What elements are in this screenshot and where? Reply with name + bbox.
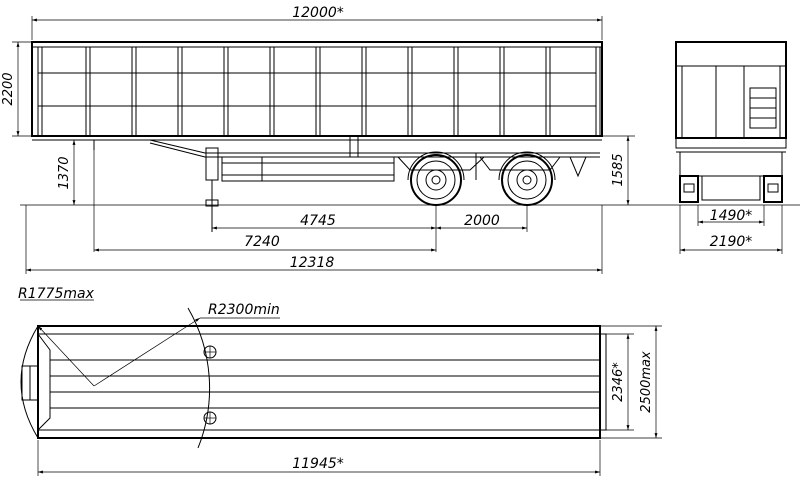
dim-chain: 4745 2000 7240 12318 [25,150,603,274]
front-radius-label: R1775max [18,286,95,302]
dim-max-width: 2500max [600,325,662,439]
dim-7240-label: 7240 [244,234,280,250]
turn-radius-arc [187,307,211,449]
rear-height-label: 1585 [611,153,626,186]
dim-12318-label: 12318 [290,255,335,271]
rear-view: 1490* 2190* [675,41,787,254]
body-height-label: 2200 [1,72,16,105]
dim-body-length: 11945* [37,440,601,476]
overall-width-label: 2190* [710,234,753,250]
dim-body-height: 2200 [1,41,34,137]
overall-length-label: 12000* [292,5,344,21]
dim-2000-label: 2000 [464,213,500,229]
coupling-height-label: 1370 [57,156,72,189]
dim-inner-width: 2346* [606,333,634,431]
body-length-label: 11945* [292,456,344,472]
dim-track-width: 1490* [697,205,765,226]
top-view: R1775max R2300min 11945* 2346* 2500max [18,286,662,476]
max-width-label: 2500max [639,351,654,413]
dim-4745-label: 4745 [300,213,336,229]
dim-overall-length: 12000* [31,5,603,40]
dim-rear-height: 1585 [602,135,635,205]
dim-overall-width: 2190* [679,205,783,254]
dim-coupling-height: 1370 [57,140,76,205]
side-wheel-rear [498,151,556,206]
side-body [31,41,603,141]
turn-radius-label: R2300min [208,302,280,318]
side-wheel-front [407,151,465,206]
inner-width-label: 2346* [611,362,626,402]
side-view: 12000* 2200 1370 1585 [1,5,800,274]
track-width-label: 1490* [710,208,753,224]
